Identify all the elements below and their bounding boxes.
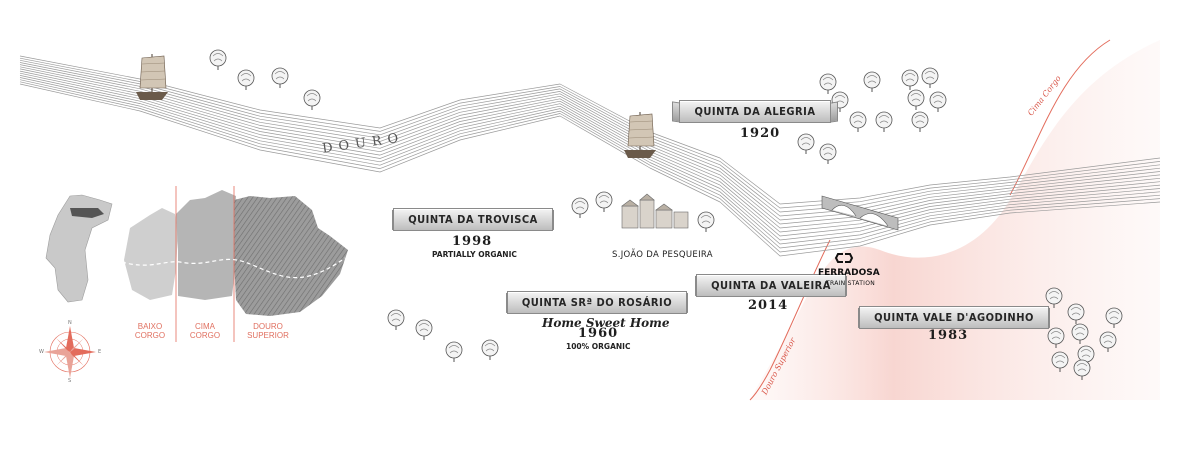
portugal-outline xyxy=(45,194,113,303)
quinta-note: 100% ORGANIC xyxy=(566,342,631,351)
station-name: FERRADOSA xyxy=(818,268,880,278)
tree-icon xyxy=(697,211,715,232)
tree-icon xyxy=(797,133,815,154)
compass-north-label: N xyxy=(68,320,72,326)
region-baixo-corgo-label: BAIXO CORGO xyxy=(128,322,172,340)
douro-superior-zone xyxy=(750,40,1160,400)
region-douro-superior-line2: SUPERIOR xyxy=(247,331,289,340)
river-stroke xyxy=(19,68,1161,229)
tree-icon xyxy=(1045,287,1063,308)
ribbon-tail-right xyxy=(551,209,554,230)
ribbon-tail-left xyxy=(505,292,508,313)
douro-superior-boundary xyxy=(749,239,831,401)
ribbon-tail-right xyxy=(1047,307,1050,328)
station-subtitle: TRAIN STATION xyxy=(826,280,876,287)
tree-icon xyxy=(1073,359,1091,380)
quinta-tagline: Home Sweet Home xyxy=(542,316,670,330)
ferradosa-bridge-icon xyxy=(821,195,899,231)
tree-group xyxy=(209,49,1123,380)
tree-icon xyxy=(875,111,893,132)
tree-icon xyxy=(849,111,867,132)
tree-icon xyxy=(571,197,589,218)
region-baixo-corgo-line1: BAIXO xyxy=(137,322,163,331)
quinta-banner: QUINTA DA TROVISCA xyxy=(392,208,554,231)
tree-icon xyxy=(481,339,499,360)
tree-icon xyxy=(1105,307,1123,328)
tree-icon xyxy=(1067,303,1085,324)
region-baixo-corgo-line2: CORGO xyxy=(134,331,166,340)
tree-icon xyxy=(271,67,289,88)
quinta-name: QUINTA DA VALEIRA xyxy=(696,274,846,297)
tree-icon xyxy=(387,309,405,330)
quinta-name: QUINTA DA ALEGRIA xyxy=(679,100,831,123)
cp-rail-logo xyxy=(834,253,854,263)
quinta-year: 2014 xyxy=(748,298,789,313)
compass-south-label: S xyxy=(68,378,72,384)
ribbon-tail-left xyxy=(672,100,681,123)
rabelo-boat-icon xyxy=(136,54,168,100)
river-stroke xyxy=(19,59,1161,213)
tree-icon xyxy=(819,143,837,164)
quinta-banner: QUINTA DA VALEIRA xyxy=(695,274,847,297)
tree-icon xyxy=(921,67,939,88)
baixo-corgo-area xyxy=(124,208,178,300)
town-buildings-icon xyxy=(621,193,689,229)
region-cima-corgo-label: CIMA CORGO xyxy=(182,322,228,340)
quinta-name: QUINTA DA TROVISCA xyxy=(393,208,553,231)
tree-icon xyxy=(209,49,227,70)
compass-rose-icon xyxy=(44,326,96,378)
tree-icon xyxy=(595,191,613,212)
tree-icon xyxy=(929,91,947,112)
ribbon-tail-right xyxy=(829,100,838,123)
tree-icon xyxy=(445,341,463,362)
river-stroke xyxy=(19,64,1161,221)
river-stroke xyxy=(19,79,1161,249)
tree-icon xyxy=(907,89,925,110)
ribbon-tail-left xyxy=(695,275,698,296)
tree-icon xyxy=(303,89,321,110)
tree-icon xyxy=(863,71,881,92)
quinta-banner: QUINTA DA ALEGRIA xyxy=(672,100,838,123)
tree-icon xyxy=(819,73,837,94)
town-label: S.JOÃO DA PESQUEIRA xyxy=(612,250,713,260)
quinta-note: PARTIALLY ORGANIC xyxy=(432,250,517,259)
tree-icon xyxy=(901,69,919,90)
quinta-year: 1998 xyxy=(452,234,493,249)
compass-east-label: E xyxy=(98,349,102,355)
tree-icon xyxy=(1071,323,1089,344)
portugal-douro-highlight xyxy=(70,208,104,218)
tree-icon xyxy=(415,319,433,340)
tree-icon xyxy=(237,69,255,90)
quinta-banner: QUINTA SRª DO ROSÁRIO xyxy=(505,291,689,314)
region-douro-superior-line1: DOURO xyxy=(253,322,283,331)
rabelo-boat-icon xyxy=(624,112,656,158)
cima-corgo-boundary xyxy=(1009,39,1111,196)
douro-superior-area xyxy=(234,196,348,316)
ribbon-tail-left xyxy=(392,209,395,230)
tree-icon xyxy=(1051,351,1069,372)
river-stroke xyxy=(19,83,1161,257)
quinta-year: 1920 xyxy=(740,126,781,141)
tree-icon xyxy=(1047,327,1065,348)
cima-corgo-area xyxy=(176,190,236,300)
quinta-banner: QUINTA VALE D'AGODINHO xyxy=(858,306,1050,329)
quinta-year: 1983 xyxy=(928,328,969,343)
compass-west-label: W xyxy=(39,349,44,355)
quinta-name: QUINTA SRª DO ROSÁRIO xyxy=(506,291,688,314)
tree-icon xyxy=(911,111,929,132)
ribbon-tail-left xyxy=(858,307,861,328)
ribbon-tail-right xyxy=(686,292,689,313)
region-douro-superior-label: DOURO SUPERIOR xyxy=(240,322,296,340)
region-cima-corgo-line1: CIMA xyxy=(195,322,215,331)
river-stroke xyxy=(19,81,1161,253)
quinta-year: 1960 xyxy=(578,326,619,341)
region-cima-corgo-line2: CORGO xyxy=(189,331,221,340)
river-stroke xyxy=(19,77,1161,245)
quinta-name: QUINTA VALE D'AGODINHO xyxy=(859,306,1049,329)
tree-icon xyxy=(1099,331,1117,352)
